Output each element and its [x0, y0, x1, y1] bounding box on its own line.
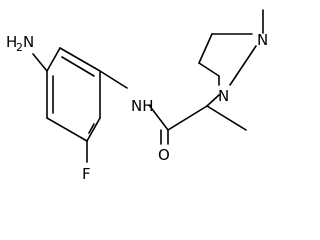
benzene-ring	[46, 47, 101, 142]
carbonyl-double-bond	[160, 129, 169, 145]
atom-label-amino-n: N	[23, 33, 34, 51]
bond-ring-to-amide-n	[99, 70, 128, 89]
bond-amide-n-to-carbonyl	[148, 104, 169, 131]
ring-bond-5	[59, 47, 101, 72]
piperazine-bond-1	[198, 62, 220, 77]
chemical-structure: H 2 N NH F O N N	[6, 9, 268, 183]
ring-bond-3	[86, 117, 101, 142]
atom-label-amino-subscript: 2	[16, 41, 23, 54]
atom-label-amino-h: H	[6, 33, 17, 51]
bond-alpha-carbon-to-piperazine-n	[206, 94, 220, 107]
ring-bond-6	[46, 47, 61, 72]
bond-alpha-carbon-to-methyl	[206, 105, 247, 131]
atom-label-carbonyl-oxygen: O	[158, 146, 170, 164]
piperazine-bond-2	[198, 33, 213, 64]
atom-label-piperazine-n-attached: N	[218, 87, 229, 105]
piperazine-bond-5	[229, 75, 237, 86]
bond-ring-to-amino	[32, 53, 48, 72]
atom-label-amide-nh: NH	[131, 97, 154, 115]
piperazine-ring	[198, 33, 257, 86]
ring-inner-bond-b	[88, 123, 95, 134]
piperazine-bond-4	[235, 45, 257, 77]
ring-bond-2	[46, 117, 88, 142]
atom-label-piperazine-n-methyl: N	[257, 31, 268, 49]
ring-inner-bond-c	[61, 56, 95, 77]
bond-carbonyl-to-alpha-carbon	[167, 105, 208, 131]
atom-label-fluorine: F	[82, 165, 91, 183]
